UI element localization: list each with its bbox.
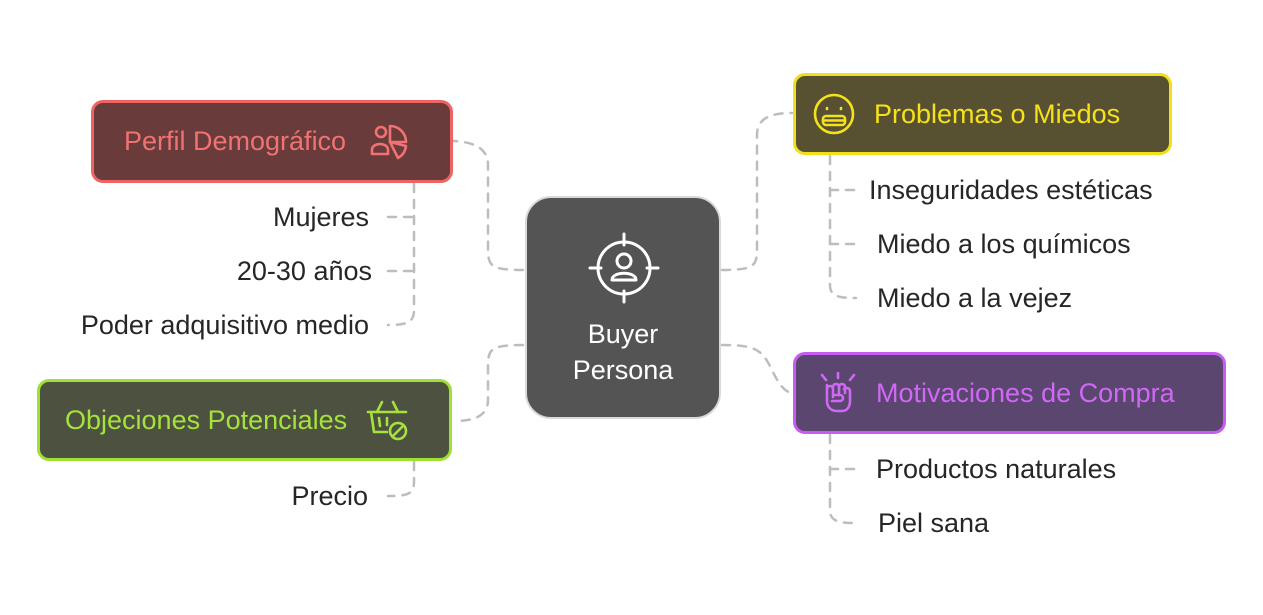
topic-motivaciones-label: Motivaciones de Compra (876, 377, 1175, 408)
connector-center-problemas (720, 111, 794, 272)
center-label: Buyer Persona (527, 316, 719, 388)
leaf-edad: 20-30 años (236, 256, 372, 286)
leaf-inseguridades: Inseguridades estéticas (869, 175, 1153, 205)
pie-chart-user-icon (370, 124, 408, 159)
topic-problemas-miedos[interactable]: Problemas o Miedos (793, 73, 1172, 155)
leaf-mujeres: Mujeres (272, 202, 369, 232)
connector-problemas-leaves (828, 154, 858, 300)
leaf-poder-adquisitivo: Poder adquisitivo medio (80, 310, 369, 340)
topic-objeciones-label: Objeciones Potenciales (65, 404, 348, 435)
connector-objeciones-leaves (386, 460, 416, 498)
connector-motivaciones-leaves (828, 433, 858, 525)
topic-motivaciones-compra[interactable]: Motivaciones de Compra (793, 352, 1226, 434)
topic-perfil-demografico[interactable]: Perfil Demográfico (91, 100, 453, 183)
center-label-line1: Buyer (587, 319, 659, 349)
topic-objeciones-potenciales[interactable]: Objeciones Potenciales (37, 379, 452, 461)
connector-center-motivaciones (720, 343, 794, 395)
connector-perfil-leaves (386, 182, 416, 327)
leaf-productos-naturales: Productos naturales (876, 454, 1117, 484)
connector-center-perfil (452, 139, 525, 272)
target-user-icon (588, 232, 660, 304)
topic-problemas-label: Problemas o Miedos (874, 98, 1121, 129)
leaf-precio: Precio (291, 481, 368, 511)
connector-center-objeciones (452, 343, 525, 423)
raised-fist-icon (820, 371, 856, 413)
center-node-buyer-persona[interactable]: Buyer Persona (525, 196, 721, 419)
leaf-piel-sana: Piel sana (878, 508, 990, 538)
topic-perfil-label: Perfil Demográfico (124, 126, 347, 156)
leaf-miedo-vejez: Miedo a la vejez (877, 283, 1073, 313)
center-label-line2: Persona (572, 355, 674, 385)
grimace-face-icon (813, 93, 855, 135)
leaf-miedo-quimicos: Miedo a los químicos (877, 229, 1131, 259)
basket-blocked-icon (366, 400, 408, 441)
